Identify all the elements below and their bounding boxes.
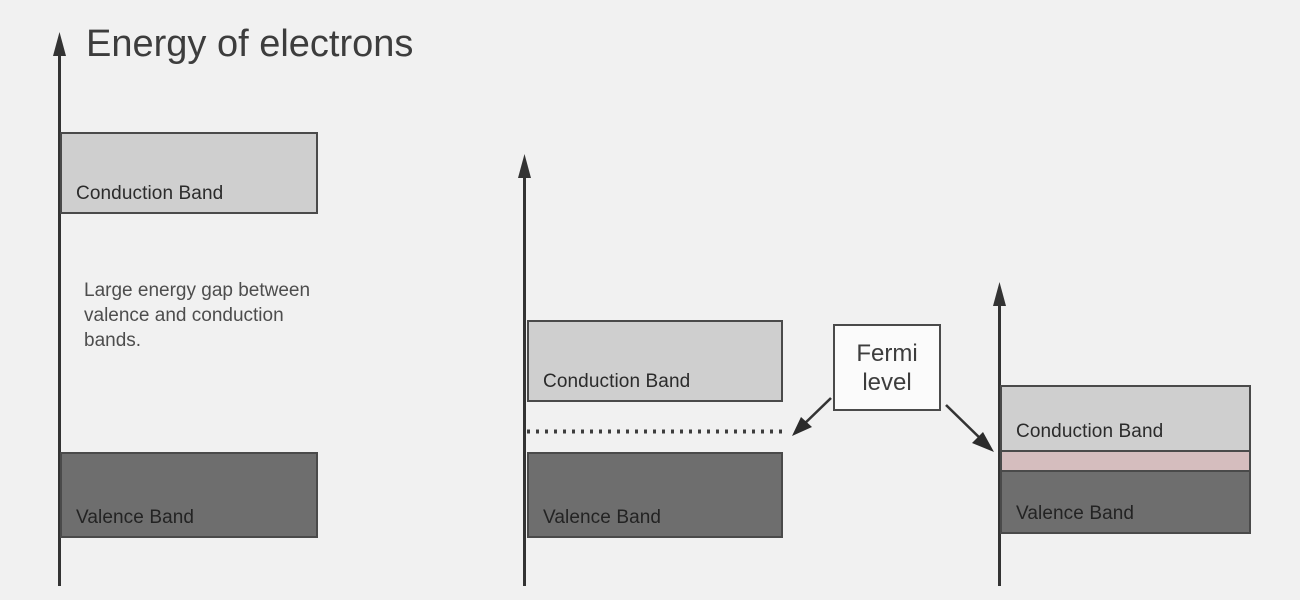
conduction-band-3-label: Conduction Band (1016, 421, 1164, 442)
fermi-level-callout: Fermi level (833, 324, 941, 411)
valence-band-3: Valence Band (1000, 470, 1251, 534)
band-overlap-region (1000, 452, 1251, 470)
valence-band-1: Valence Band (60, 452, 318, 538)
fermi-level-callout-line2: level (862, 368, 912, 396)
figure-title: Energy of electrons (86, 23, 414, 65)
conduction-band-1: Conduction Band (60, 132, 318, 214)
energy-axis-3 (993, 282, 1006, 586)
fermi-arrow-left (792, 397, 832, 436)
valence-band-1-label: Valence Band (76, 507, 195, 528)
conduction-band-2: Conduction Band (527, 320, 783, 402)
valence-band-2: Valence Band (527, 452, 783, 538)
energy-gap-note: Large energy gap between valence and con… (84, 280, 311, 351)
conduction-band-1-label: Conduction Band (76, 183, 224, 204)
valence-band-3-label: Valence Band (1016, 503, 1135, 524)
conduction-band-2-label: Conduction Band (543, 371, 691, 392)
valence-band-2-label: Valence Band (543, 507, 662, 528)
energy-axis-2 (518, 154, 531, 586)
conduction-band-3: Conduction Band (1000, 385, 1251, 452)
fermi-level-callout-line1: Fermi (856, 339, 918, 367)
fermi-arrow-right (945, 404, 994, 452)
energy-axis-1 (53, 32, 66, 586)
